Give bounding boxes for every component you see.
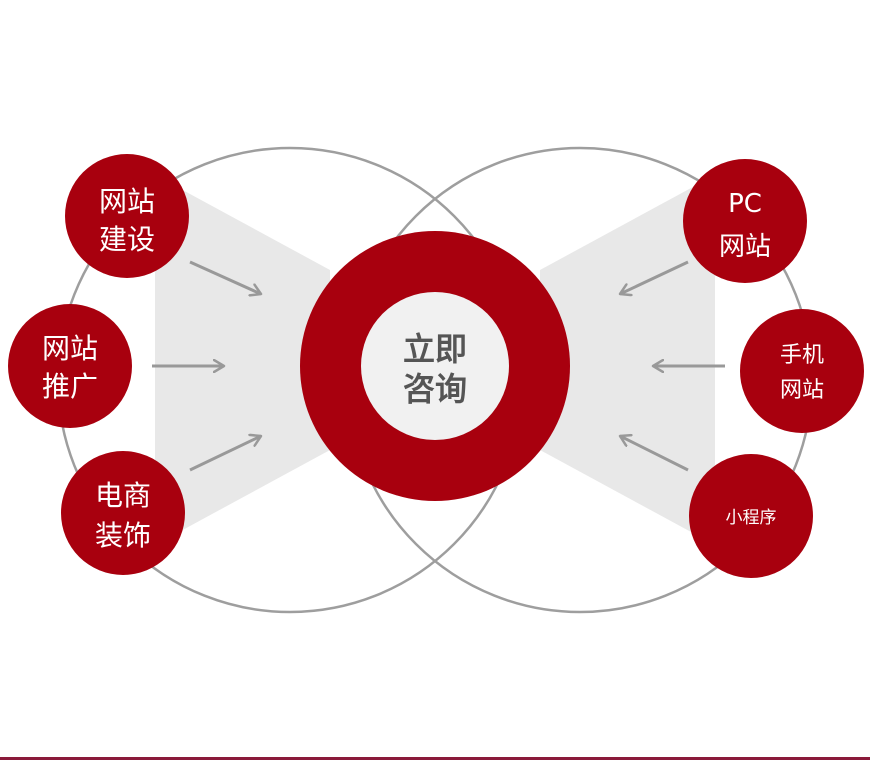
right-beam — [540, 175, 715, 545]
center-inner-disc — [361, 292, 509, 440]
center-label-line2: 咨询 — [403, 370, 467, 408]
node-ecommerce-decoration-circle — [61, 451, 185, 575]
node-website-build-line1: 网站 — [99, 185, 155, 218]
node-pc-website[interactable]: PC 网站 — [683, 159, 807, 283]
arrow-right-top — [620, 260, 689, 294]
node-ecommerce-decoration-line1: 电商 — [95, 479, 151, 512]
node-ecommerce-decoration[interactable]: 电商 装饰 — [61, 451, 185, 575]
node-ecommerce-decoration-line2: 装饰 — [95, 519, 151, 552]
arrow-right-bottom — [620, 436, 689, 472]
node-pc-website-line1: PC — [728, 189, 762, 219]
node-website-build-line2: 建设 — [99, 223, 155, 256]
node-website-promotion-line2: 推广 — [42, 370, 98, 403]
node-mini-program-label: 小程序 — [726, 508, 777, 528]
node-website-build-circle — [65, 154, 189, 278]
node-pc-website-line2: 网站 — [719, 232, 771, 262]
arrow-left-bottom — [189, 436, 261, 472]
arrow-left-top — [189, 260, 261, 294]
node-mini-program[interactable]: 小程序 — [689, 454, 813, 578]
node-mobile-website-line2: 网站 — [780, 378, 824, 403]
node-pc-website-circle — [683, 159, 807, 283]
node-website-promotion[interactable]: 网站 推广 — [8, 304, 132, 428]
node-mobile-website-circle — [740, 309, 864, 433]
node-mobile-website[interactable]: 手机 网站 — [740, 309, 864, 433]
node-website-build[interactable]: 网站 建设 — [65, 154, 189, 278]
node-website-promotion-circle — [8, 304, 132, 428]
consult-center-button[interactable]: 立即 咨询 — [300, 231, 570, 501]
node-mobile-website-line1: 手机 — [780, 343, 824, 368]
center-label-line1: 立即 — [403, 330, 467, 368]
bottom-rule — [0, 757, 870, 760]
node-mini-program-circle — [689, 454, 813, 578]
node-website-promotion-line1: 网站 — [42, 332, 98, 365]
